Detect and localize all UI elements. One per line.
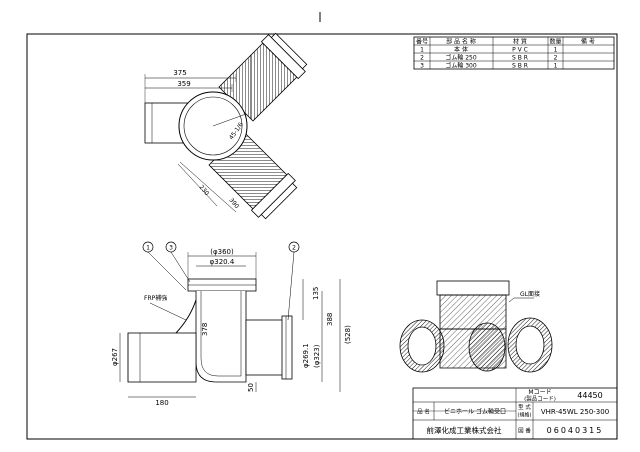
name-label: 品 名 [417, 408, 430, 416]
top-view [144, 32, 308, 220]
mcode-label: Mコード [528, 389, 551, 396]
iso-top-collar [436, 280, 510, 296]
branch-socket-upper [218, 32, 308, 122]
iso-view [399, 280, 553, 373]
callout-2: 2 [292, 245, 296, 252]
mcode-value: 44450 [577, 391, 602, 400]
sheet-border [26, 33, 618, 440]
parts-table: 番号 部 品 名 称 材 質 数量 備 考 1 本 体 P V C 1 2 ゴム… [413, 36, 615, 70]
dim-phi360: (φ360) [210, 248, 234, 256]
table-row-no: 1 [420, 47, 424, 54]
iso-branch-a [468, 322, 506, 372]
dim-359: 359 [177, 80, 190, 88]
dim-phi267: φ267 [111, 348, 119, 366]
table-row-name: ゴム輪 300 [445, 62, 477, 70]
table-row-material: S B R [512, 63, 528, 70]
front-view [119, 241, 341, 398]
dim-phi269: φ269.1 [302, 343, 310, 368]
table-row-name: 本 体 [454, 46, 468, 54]
table-header-no: 番号 [416, 39, 428, 46]
callout-3: 3 [169, 245, 173, 252]
table-row-material: P V C [512, 47, 528, 54]
table-header-name: 部 品 名 称 [446, 38, 476, 46]
table-header-material: 材 質 [513, 38, 527, 46]
dim-378: 378 [201, 323, 209, 336]
dim-180: 180 [155, 399, 168, 407]
table-row-no: 3 [420, 63, 424, 70]
table-row-qty: 1 [554, 63, 558, 70]
company-name: 前澤化成工業株式会社 [427, 425, 502, 435]
dim-375: 375 [173, 69, 186, 77]
drawing-no: 06040315 [547, 426, 604, 435]
model-label: 型 式 [518, 403, 531, 411]
name-value: ビニホール ゴム輪受口 [444, 408, 506, 416]
right-outlet [245, 319, 287, 376]
table-header-note: 備 考 [581, 38, 595, 46]
dim-phi320: φ320.4 [210, 258, 235, 266]
dim-phi323: (φ323) [313, 344, 321, 368]
dim-135: 135 [312, 287, 320, 300]
mcode-sub: (製品コード) [524, 395, 556, 403]
table-row-no: 2 [420, 55, 424, 62]
table-header-qty: 数量 [549, 38, 561, 46]
table-row-qty: 1 [554, 47, 558, 54]
frp-reinforcement [175, 299, 197, 334]
frp-label: FRP補強 [144, 294, 167, 302]
dim-230: 230 [197, 184, 210, 197]
dim-390: 390 [227, 197, 240, 210]
dim-388: 388 [326, 313, 334, 326]
left-inlet-pipe [127, 332, 197, 383]
callout-1: 1 [146, 245, 150, 252]
table-row-name: ゴム輪 250 [445, 54, 477, 62]
model-value: VHR-45WL 250-300 [541, 408, 609, 416]
drawing-no-label: 図 番 [518, 428, 531, 435]
model-sub: (規格) [518, 412, 532, 419]
dim-528: (528) [344, 325, 352, 344]
title-block [412, 387, 618, 440]
iso-gl-label: GL面接 [520, 290, 540, 298]
table-row-material: S B R [512, 55, 528, 62]
dim-50: 50 [247, 383, 255, 392]
table-row-qty: 2 [554, 55, 558, 62]
